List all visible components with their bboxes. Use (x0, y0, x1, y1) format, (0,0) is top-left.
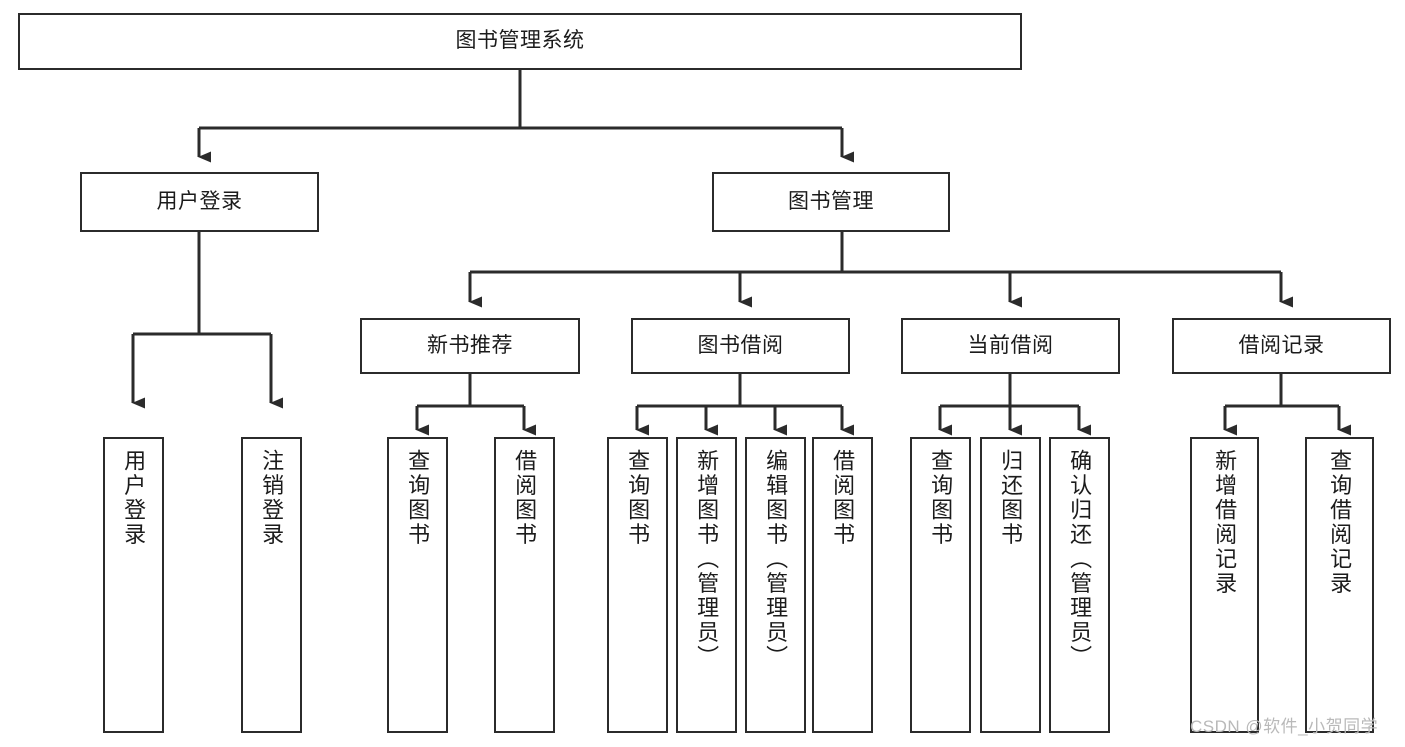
node-leaf-add-book-label: 新增图书（管理员） (694, 449, 720, 670)
node-user-login-label: 用户登录 (156, 189, 243, 213)
node-book-borrow[interactable]: 图书借阅 (631, 318, 850, 374)
node-leaf-borrow-book-1-label: 借阅图书 (512, 449, 538, 547)
node-leaf-query-record-label: 查询借阅记录 (1327, 449, 1353, 596)
node-root[interactable]: 图书管理系统 (18, 13, 1022, 70)
node-new-book-recommend[interactable]: 新书推荐 (360, 318, 580, 374)
csdn-watermark: CSDN @软件_小贺同学 (1190, 717, 1379, 736)
node-root-label: 图书管理系统 (455, 29, 585, 53)
node-leaf-return-book-label: 归还图书 (998, 449, 1024, 547)
node-leaf-confirm-return-label: 确认归还（管理员） (1067, 449, 1093, 670)
node-leaf-edit-book-label: 编辑图书（管理员） (763, 449, 789, 670)
node-borrow-record[interactable]: 借阅记录 (1172, 318, 1391, 374)
node-leaf-borrow-book-1[interactable]: 借阅图书 (494, 437, 555, 733)
node-user-login[interactable]: 用户登录 (80, 172, 319, 232)
node-leaf-query-book-1[interactable]: 查询图书 (387, 437, 448, 733)
node-leaf-borrow-book-2-label: 借阅图书 (830, 449, 856, 547)
node-book-manage-label: 图书管理 (788, 189, 874, 213)
node-leaf-add-record[interactable]: 新增借阅记录 (1190, 437, 1259, 733)
node-leaf-user-logout-label: 注销登录 (259, 449, 285, 547)
node-leaf-user-login[interactable]: 用户登录 (103, 437, 164, 733)
node-leaf-query-book-2[interactable]: 查询图书 (607, 437, 668, 733)
node-leaf-add-book[interactable]: 新增图书（管理员） (676, 437, 737, 733)
node-leaf-query-book-2-label: 查询图书 (625, 449, 651, 547)
node-book-borrow-label: 图书借阅 (697, 333, 784, 357)
node-leaf-add-record-label: 新增借阅记录 (1212, 449, 1238, 596)
node-leaf-confirm-return[interactable]: 确认归还（管理员） (1049, 437, 1110, 733)
node-leaf-user-logout[interactable]: 注销登录 (241, 437, 302, 733)
node-borrow-record-label: 借阅记录 (1238, 333, 1325, 357)
node-current-borrow-label: 当前借阅 (967, 333, 1054, 357)
node-leaf-user-login-label: 用户登录 (121, 449, 147, 547)
node-leaf-query-book-1-label: 查询图书 (405, 449, 431, 547)
node-book-manage[interactable]: 图书管理 (712, 172, 950, 232)
node-leaf-query-record[interactable]: 查询借阅记录 (1305, 437, 1374, 733)
node-new-book-recommend-label: 新书推荐 (427, 333, 513, 357)
node-leaf-query-book-3[interactable]: 查询图书 (910, 437, 971, 733)
node-leaf-edit-book[interactable]: 编辑图书（管理员） (745, 437, 806, 733)
node-current-borrow[interactable]: 当前借阅 (901, 318, 1120, 374)
node-leaf-borrow-book-2[interactable]: 借阅图书 (812, 437, 873, 733)
node-leaf-query-book-3-label: 查询图书 (928, 449, 954, 547)
node-leaf-return-book[interactable]: 归还图书 (980, 437, 1041, 733)
